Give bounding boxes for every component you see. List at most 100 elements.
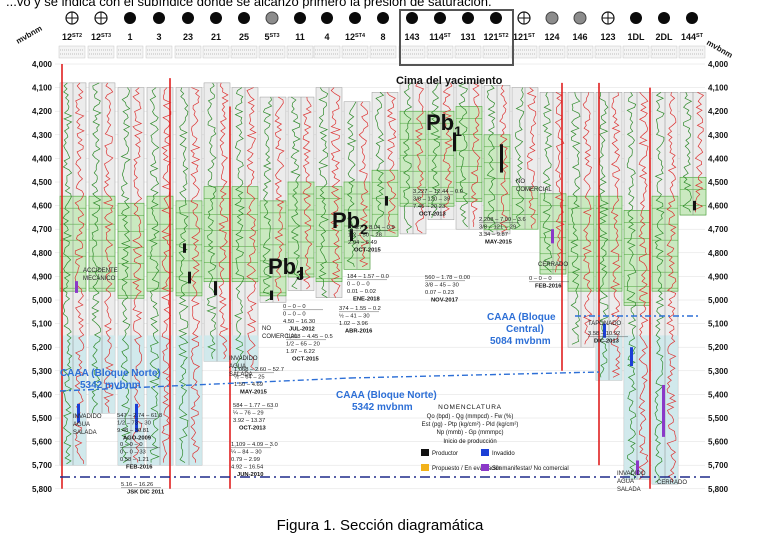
production-value-line: ¼ – 84 – 30	[231, 450, 262, 456]
production-block: 1,109 – 4.09 – 3.0¼ – 84 – 300.79 – 2.99…	[231, 442, 278, 478]
legend-label: Productor	[432, 451, 458, 457]
production-date: JUN-2010	[237, 472, 263, 478]
well-header: 11	[286, 12, 314, 59]
production-value-line: 0.01 – 0.02	[347, 289, 376, 295]
well-name: 143	[404, 32, 419, 42]
production-value-line: 1/2 – 50 – 28	[348, 233, 382, 239]
perforation-marker	[214, 281, 217, 296]
depth-tick-left: 5,000	[32, 296, 53, 305]
well-symbol-producer	[377, 12, 389, 24]
well-header: 5ST3	[258, 11, 286, 59]
status-note-line: NO	[516, 179, 525, 185]
gamma-ray-curve	[626, 92, 637, 480]
well-name-text: 23	[183, 32, 193, 42]
well-symbol-producer	[490, 12, 502, 24]
production-date: OCT-2013	[239, 426, 267, 432]
well-header-strip	[258, 45, 286, 59]
well-header-strip	[202, 45, 230, 59]
perforation-marker	[603, 323, 606, 338]
well-header-strip	[650, 45, 678, 59]
well-header: 4	[313, 12, 341, 59]
production-value-line: 0 – 0 – 33	[120, 450, 146, 456]
well-name-text: 131	[460, 32, 475, 42]
status-note-line: AGUA	[73, 422, 90, 428]
depth-tick-left: 5,500	[32, 414, 53, 423]
depth-tick-left: 4,800	[32, 249, 53, 258]
well-name-text: 2DL	[655, 32, 673, 42]
perforation-marker	[135, 403, 138, 433]
production-block: 2,208 – 7.00 – 3.63/8 – 121 – 293.34 – 9…	[479, 217, 526, 246]
production-value-line: 9.48 – 30.81	[117, 428, 149, 434]
well-symbol-producer	[238, 12, 250, 24]
well-log-track	[315, 87, 343, 298]
perforation-marker	[693, 200, 696, 211]
production-value-line: 0.07 – 0.23	[425, 290, 454, 296]
production-value-line: 2,427 – 8.04 – 0.9	[348, 225, 395, 231]
depth-tick-right: 4,400	[708, 154, 729, 163]
depth-tick-right: 5,400	[708, 390, 729, 399]
production-value-line: 0 – 0 – 0	[120, 442, 143, 448]
well-symbol-producer	[434, 12, 446, 24]
legend-swatch	[481, 464, 489, 471]
well-name: 25	[239, 32, 249, 42]
gamma-ray-curve	[91, 82, 102, 413]
production-date: FEB-2016	[535, 284, 562, 290]
production-value-line: 4.92 – 16.54	[231, 465, 264, 471]
axis-unit-left: mvbnm	[15, 24, 44, 46]
depth-tick-left: 4,100	[32, 84, 53, 93]
well-name: 144ST	[681, 32, 704, 42]
well-header: 2DL	[650, 12, 678, 59]
legend-label: Propuesto / En evaluación	[432, 466, 502, 472]
well-name: 12ST4	[345, 32, 366, 42]
perforation-marker	[662, 384, 665, 437]
well-log-track	[371, 92, 399, 237]
well-name: 123	[600, 32, 615, 42]
production-value-line: 560 – 1.78 – 0.00	[425, 275, 470, 281]
well-header-strip	[145, 45, 173, 59]
well-name-suffix: ST	[528, 33, 536, 39]
resistivity-curve	[102, 82, 115, 413]
depth-tick-right: 5,000	[708, 296, 729, 305]
production-block: 3,227 – 12.44 – 0.03/8 – 120 – 397.46 – …	[413, 189, 463, 218]
well-name-text: 123	[600, 32, 615, 42]
well-header: 146	[566, 11, 594, 59]
production-date: NOV-2017	[431, 298, 458, 304]
legend-label: Sin manifestar/ No comercial	[492, 466, 569, 472]
depth-tick-right: 5,300	[708, 367, 729, 376]
depth-tick-right: 4,700	[708, 225, 729, 234]
well-header-strip	[622, 45, 650, 59]
resistivity-curve	[132, 87, 143, 463]
gamma-ray-curve	[62, 82, 73, 465]
depth-tick-right: 5,100	[708, 320, 729, 329]
production-value-line: 1.97 – 6.22	[286, 349, 315, 355]
production-value-line: 3/8 – 120 – 39	[413, 197, 450, 203]
well-log-track	[343, 101, 371, 270]
resistivity-curve	[666, 92, 677, 483]
well-name: 23	[183, 32, 193, 42]
legend-label: Invadido	[492, 451, 515, 457]
perforation-marker	[350, 229, 353, 241]
perforation-marker	[636, 460, 639, 475]
status-note-line: NO	[262, 326, 271, 332]
well-name-text: 1	[127, 32, 132, 42]
nomenclature-title: NOMENCLATURA	[438, 404, 502, 411]
production-date: FEB-2016	[126, 465, 153, 471]
well-log-track	[511, 87, 539, 230]
well-header: 12ST2	[58, 11, 86, 59]
status-note-line: SALADA	[73, 430, 97, 436]
well-header: 143	[398, 12, 426, 59]
well-name-text: 21	[211, 32, 221, 42]
resistivity-curve	[694, 91, 705, 213]
status-note-line: INVADIDO	[617, 471, 646, 477]
well-name-suffix: ST3	[101, 33, 111, 39]
gamma-ray-curve	[598, 92, 609, 378]
well-log-track	[203, 82, 231, 362]
production-date: ABR-2016	[345, 329, 373, 335]
well-name: 8	[380, 32, 385, 42]
gamma-ray-curve	[542, 92, 553, 273]
well-name: 121ST	[513, 32, 536, 42]
production-value-line: 0 – 0 – 0	[283, 304, 306, 310]
